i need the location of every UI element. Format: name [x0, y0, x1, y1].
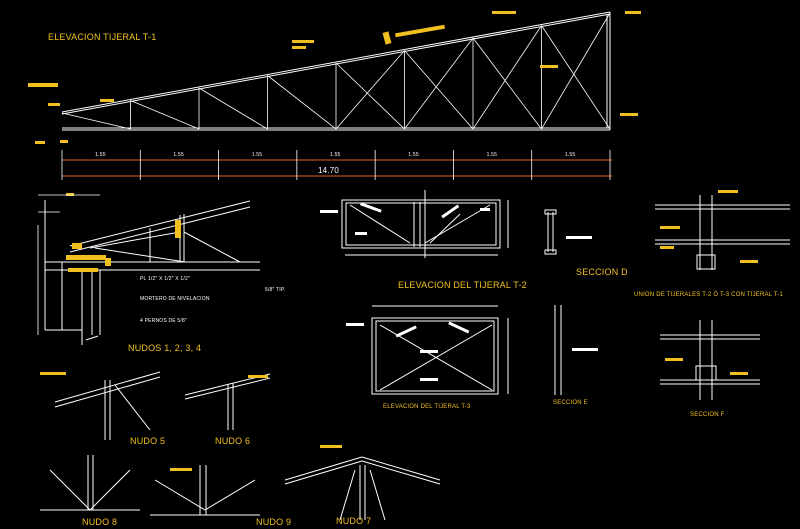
detail-1234-dim: [37, 194, 100, 335]
truss-t1-diagonal: [541, 12, 611, 130]
truss-t1-diagonal: [267, 75, 337, 130]
truss-t1-diagonal: [61, 112, 131, 130]
title-t2: ELEVACION DEL TIJERAL T-2: [398, 280, 527, 290]
nudo-7-tag: [320, 445, 342, 448]
truss-t1-diagonal: [404, 37, 474, 130]
title-t1: ELEVACION TIJERAL T-1: [48, 32, 157, 42]
nudo-8: [40, 455, 140, 511]
dimension-segment-label: 1.55: [486, 152, 498, 158]
nudo-5: [54, 371, 161, 440]
seccion-e: [554, 305, 562, 395]
truss-t2: [341, 190, 509, 258]
nudo-6-tag: [248, 375, 268, 378]
note-snipe: 5/8" TIP.: [265, 287, 286, 293]
seccion-e-tag: [572, 348, 598, 351]
t1-dimension: [61, 150, 612, 180]
seccion-f: [660, 320, 760, 400]
truss-t1-diagonal: [472, 25, 542, 130]
nudo-5-tag: [40, 372, 66, 375]
dimension-segment-label: 1.55: [95, 152, 106, 158]
truss-t1-diagonal: [335, 50, 405, 130]
dimension-segment-label: 1.55: [564, 152, 576, 158]
seccion-f-tags: [665, 358, 748, 375]
truss-t2-marks: [320, 202, 490, 235]
truss-t3-marks: [346, 321, 470, 381]
truss-t3: [371, 305, 509, 395]
truss-t1-diagonal: [541, 25, 611, 130]
title-seccion-f: SECCION F: [690, 412, 725, 418]
dimension-segment-label: 1.55: [173, 152, 184, 158]
title-t3: ELEVACION DEL TIJERAL T-3: [383, 404, 471, 410]
seccion-d-tag: [566, 236, 592, 239]
nudo-9-tag: [170, 468, 192, 471]
dimension-segment-label: 1.55: [330, 152, 341, 158]
title-seccion-e: SECCION E: [553, 400, 588, 406]
t1-dimension-ticks: [61, 150, 611, 180]
seccion-d: [544, 209, 557, 255]
t1-tags: [28, 11, 641, 144]
title-union: UNION DE TIJERALES T-2 Ó T-3 CON TIJERAL…: [634, 292, 784, 298]
note-pernos: 4 PERNOS DE 5/8": [140, 318, 187, 324]
truss-t1-diagonal: [472, 37, 542, 130]
truss-t1-diagonal: [335, 62, 405, 130]
dimension-total: 14.70: [318, 166, 340, 175]
title-nudo-6: NUDO 6: [215, 436, 251, 446]
truss-t1-web: [61, 12, 611, 130]
detail-1234-marks: [66, 193, 181, 272]
title-nudo-5: NUDO 5: [130, 436, 166, 446]
title-seccion-d: SECCION D: [576, 267, 628, 277]
title-nudo-8: NUDO 8: [82, 517, 118, 527]
truss-t1-diagonal: [130, 100, 200, 130]
dimension-segment-label: 1.55: [408, 152, 419, 158]
truss-t1-diagonal: [198, 87, 268, 130]
union-detail: [655, 195, 790, 270]
nudo-7: [284, 456, 441, 521]
title-nudos-1234: NUDOS 1, 2, 3, 4: [128, 343, 202, 353]
union-tags: [660, 190, 758, 263]
nudo-9: [150, 465, 260, 516]
title-nudo-9: NUDO 9: [256, 517, 292, 527]
note-mortero: MORTERO DE NIVELACION: [140, 296, 210, 302]
note-plate: PL 1/2" X 1/2" X 1/2": [140, 276, 190, 282]
truss-t1-diagonal: [404, 50, 474, 130]
title-nudo-7: NUDO 7: [336, 516, 372, 526]
dimension-segment-label: 1.55: [251, 152, 263, 158]
